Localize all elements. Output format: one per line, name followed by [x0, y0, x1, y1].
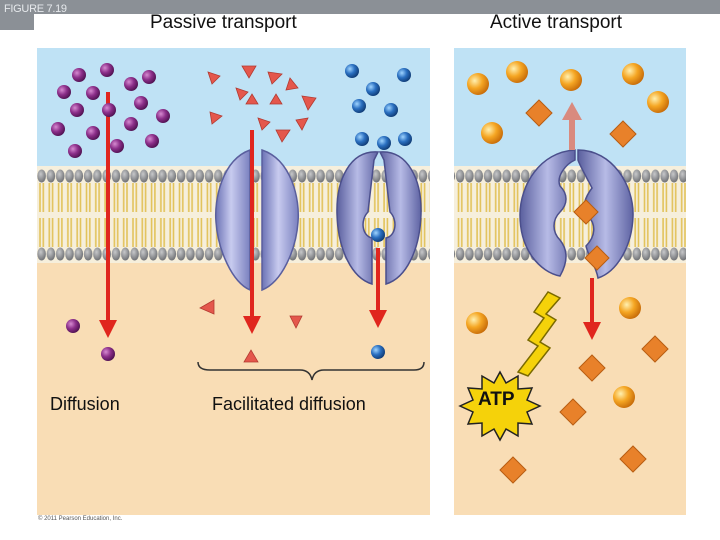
figure-label: FIGURE 7.19 [4, 3, 67, 15]
orange-diamond-molecules [499, 99, 669, 484]
red-triangle-molecules [199, 65, 317, 363]
pump-incoming-arrow [583, 278, 601, 340]
passive-transport-title: Passive transport [150, 12, 297, 33]
facilitated-diffusion-label: Facilitated diffusion [212, 394, 366, 414]
pump-protein [519, 149, 634, 279]
header-band [0, 0, 720, 14]
atp-label: ATP [478, 389, 515, 410]
blue-molecules [345, 64, 412, 359]
carrier-arrow [369, 248, 387, 328]
copyright-notice: © 2011 Pearson Education, Inc. [38, 516, 123, 522]
pump-outgoing-arrow [562, 102, 582, 150]
orange-sphere-molecules [466, 61, 669, 408]
channel-arrow [243, 130, 261, 334]
active-transport-title: Active transport [490, 12, 622, 33]
diffusion-label: Diffusion [50, 394, 120, 414]
atp-starburst [458, 370, 542, 442]
purple-molecules [51, 63, 170, 361]
energy-bolt [516, 291, 562, 377]
carrier-protein [336, 151, 422, 286]
diffusion-arrow [99, 92, 117, 338]
channel-protein [214, 148, 300, 292]
header-tab [0, 0, 34, 30]
facilitated-bracket [197, 361, 425, 381]
